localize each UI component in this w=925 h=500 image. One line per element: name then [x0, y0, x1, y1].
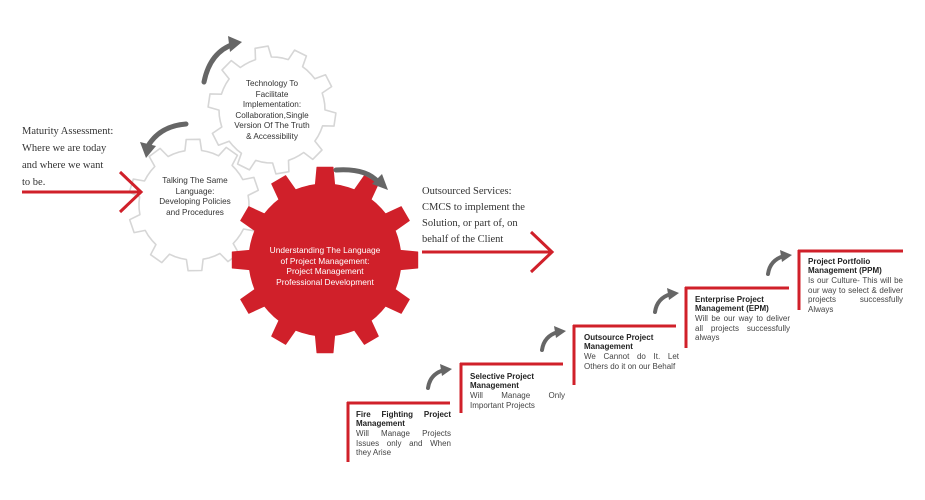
language-line-3: Developing Policies	[159, 197, 231, 206]
step-bracket-3	[572, 324, 676, 385]
language-gear-icon	[128, 138, 260, 272]
step-title: Selective Project Management	[470, 372, 535, 390]
step-arrow-icon-1	[426, 364, 452, 390]
language-line-4: and Procedures	[166, 207, 224, 217]
main-line-4: Professional Development	[276, 276, 374, 287]
step-title: Fire Fighting Project Management	[356, 410, 451, 428]
technology-gear-label: Technology To Facilitate Implementation:…	[222, 79, 322, 142]
cycle-arrow-icon-left	[140, 121, 189, 158]
technology-gear-icon	[207, 45, 337, 175]
step-epm: Enterprise Project Management (EPM) Will…	[695, 295, 790, 343]
step-bracket-4	[684, 286, 789, 348]
step-description: Will be our way to deliver all projects …	[695, 314, 790, 342]
technology-line-4: Collaboration,Single	[235, 110, 309, 120]
technology-line-3: Implementation:	[242, 100, 302, 109]
step-bracket-2	[459, 362, 563, 413]
outsourced-line-1: Outsourced Services:	[422, 186, 512, 197]
cycle-arrow-icon-top	[201, 36, 242, 85]
technology-line-6: & Accessibility	[246, 131, 298, 141]
main-line-1: Understanding The Language	[269, 245, 381, 255]
step-description: We Cannot do It. Let Others do it on our…	[584, 352, 679, 371]
step-outsource: Outsource Project Management We Cannot d…	[584, 333, 679, 371]
language-gear-label: Talking The Same Language: Developing Po…	[145, 176, 245, 218]
outsourced-arrow-icon	[422, 230, 555, 274]
step-arrow-icon-4	[766, 250, 792, 276]
technology-line-5: Version Of The Truth	[234, 121, 310, 130]
language-line-2: Language:	[175, 186, 215, 196]
technology-line-2: Facilitate	[255, 89, 289, 99]
step-title: Project Portfolio Management (PPM)	[808, 257, 882, 275]
maturity-line-4: to be.	[22, 177, 46, 188]
step-fire-fighting: Fire Fighting Project Management Will Ma…	[356, 410, 451, 458]
step-ppm: Project Portfolio Management (PPM) Is ou…	[808, 257, 903, 314]
language-line-1: Talking The Same	[162, 176, 228, 185]
main-line-2: of Project Management:	[280, 255, 370, 266]
step-description: Is our Culture- This will be our way to …	[808, 276, 903, 314]
step-title: Outsource Project Management	[584, 333, 654, 351]
cycle-arrow-icon-right	[333, 167, 388, 190]
maturity-line-1: Maturity Assessment:	[22, 126, 114, 137]
maturity-assessment-text: Maturity Assessment: Where we are today …	[22, 123, 122, 191]
main-line-3: Project Management	[286, 266, 364, 277]
main-gear-icon	[231, 166, 419, 354]
technology-line-1: Technology To	[245, 79, 299, 88]
step-description: Will Manage Only Important Projects	[470, 391, 565, 410]
step-bracket-1	[346, 401, 450, 462]
outsourced-line-3: Solution, or part of, on	[422, 218, 518, 229]
step-arrow-icon-2	[540, 326, 566, 352]
maturity-line-2: Where we are today	[22, 143, 107, 154]
outsourced-line-4: behalf of the Client	[422, 234, 504, 245]
step-arrow-icon-3	[653, 288, 679, 314]
step-bracket-5	[797, 249, 903, 310]
step-title: Enterprise Project Management (EPM)	[695, 295, 769, 313]
maturity-arrow-icon	[22, 170, 144, 214]
step-selective: Selective Project Management Will Manage…	[470, 372, 565, 410]
outsourced-line-2: CMCS to implement the	[422, 202, 525, 213]
main-gear-label: Understanding The Language of Project Ma…	[260, 245, 390, 287]
maturity-line-3: and where we want	[22, 160, 104, 171]
step-description: Will Manage Projects Issues only and Whe…	[356, 429, 451, 457]
outsourced-services-text: Outsourced Services: CMCS to implement t…	[422, 184, 532, 248]
